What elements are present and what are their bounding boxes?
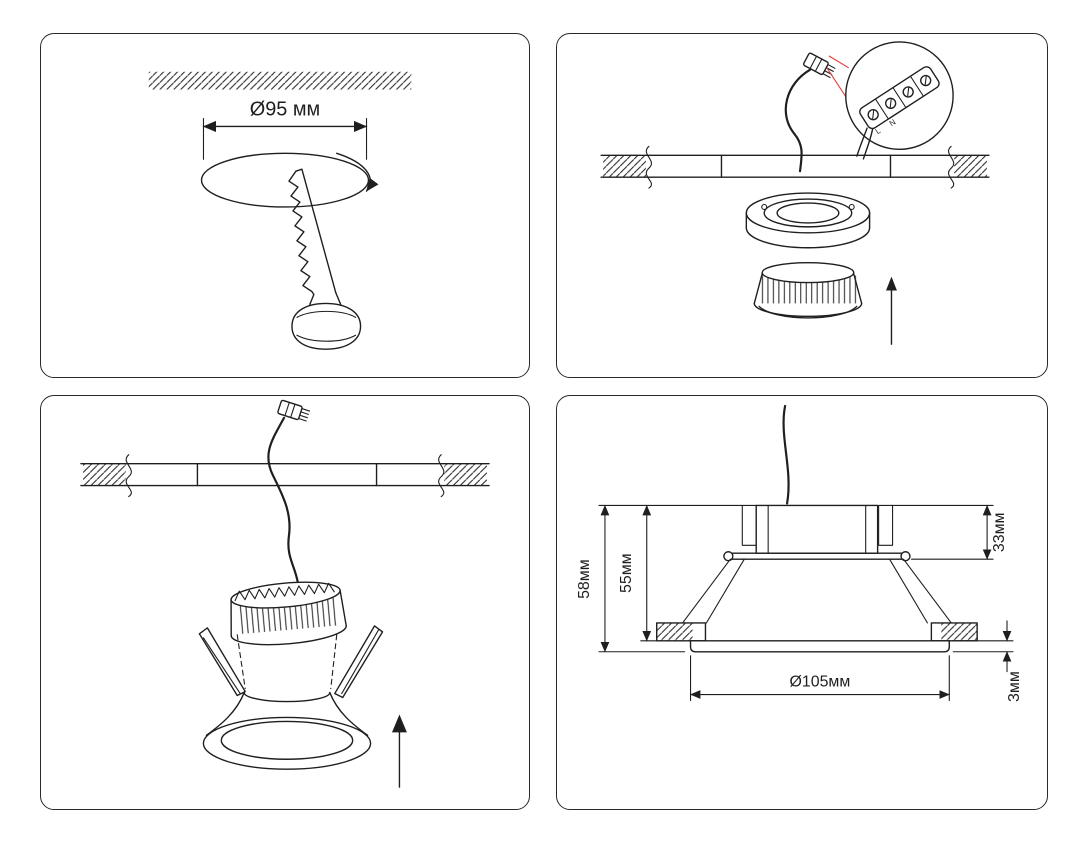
recess-height-label: 55мм xyxy=(618,553,635,593)
mains-wire xyxy=(782,404,790,505)
clip-pivot-right xyxy=(900,551,911,562)
panel-dimensions: 58мм 55мм 33мм 3мм xyxy=(556,395,1048,810)
fixture-body xyxy=(682,504,952,624)
spring-arm xyxy=(889,558,928,624)
panel-step-wiring: L N xyxy=(556,33,1048,378)
hole-diameter-label: Ø95 мм xyxy=(250,99,320,121)
dimension-55mm: 55мм xyxy=(618,504,658,642)
spring-clip-left xyxy=(198,627,246,697)
ceiling-cross-section xyxy=(80,454,490,498)
dimension-58mm: 58мм xyxy=(576,504,743,653)
panel-step-cutout: Ø95 мм xyxy=(40,33,530,378)
led-driver-module xyxy=(230,581,347,646)
break-squiggle xyxy=(948,145,955,189)
dimension-105mm: Ø105мм xyxy=(689,655,950,702)
insert-up-arrow xyxy=(391,714,407,788)
cutout-illustration: Ø95 мм xyxy=(148,71,412,350)
hole-saw-blade xyxy=(288,168,362,350)
mounting-illustration xyxy=(80,399,490,788)
clip-pivot-left xyxy=(723,551,734,562)
alignment-dashed-line xyxy=(236,634,246,690)
trim-lip xyxy=(689,640,950,653)
mains-wire xyxy=(267,416,300,585)
wire-label-n: N xyxy=(888,117,898,128)
wire-connector xyxy=(277,399,311,422)
panel-step-mounting xyxy=(40,395,530,810)
spring-arm xyxy=(902,558,952,624)
spring-clip-right xyxy=(334,625,384,699)
zoom-leader-line xyxy=(828,55,850,69)
total-height-label: 58мм xyxy=(576,559,593,599)
cutout-hole xyxy=(200,152,379,208)
tool-handle xyxy=(291,302,362,350)
break-squiggle xyxy=(438,454,445,498)
mains-wire xyxy=(784,68,812,173)
downlight-trim-ring xyxy=(745,192,871,249)
knurl-crown xyxy=(234,582,335,602)
spring-coil-right xyxy=(878,504,894,546)
dimension-33mm: 33мм xyxy=(891,504,1008,560)
insert-up-arrow xyxy=(886,276,897,345)
wire-label-l: L xyxy=(874,126,883,136)
alignment-dashed-line xyxy=(330,634,338,690)
ceiling-hatch xyxy=(148,71,412,90)
trim-diameter-label: Ø105мм xyxy=(790,674,851,691)
terminal-zoom-circle: L N xyxy=(845,41,954,160)
spring-arm xyxy=(682,558,731,624)
dimension-3mm: 3мм xyxy=(952,620,1023,702)
led-driver-module xyxy=(753,261,863,319)
ceiling-cross-section xyxy=(600,145,990,189)
terminal-block xyxy=(856,66,940,160)
hole-diameter-dimension: Ø95 мм xyxy=(202,99,368,160)
terminal-screw-icon xyxy=(867,109,879,121)
terminal-screw-icon xyxy=(902,86,914,98)
trim-thickness-label: 3мм xyxy=(1006,671,1023,702)
spring-coil-left xyxy=(741,504,757,546)
terminal-screw-icon xyxy=(920,74,932,87)
dimensions-illustration: 58мм 55мм 33мм 3мм xyxy=(576,404,1023,702)
spring-arm xyxy=(705,558,745,624)
break-squiggle xyxy=(125,454,132,498)
ceiling-cross-section xyxy=(656,622,978,642)
wiring-illustration: L N xyxy=(600,41,990,345)
wire-connector xyxy=(803,52,836,79)
terminal-screw-icon xyxy=(885,97,897,109)
zoom-leader-line xyxy=(826,67,849,100)
body-height-label: 33мм xyxy=(991,513,1008,553)
break-squiggle xyxy=(645,145,652,189)
downlight-trim-cone xyxy=(202,691,372,770)
rotation-arrow-icon xyxy=(336,152,379,192)
